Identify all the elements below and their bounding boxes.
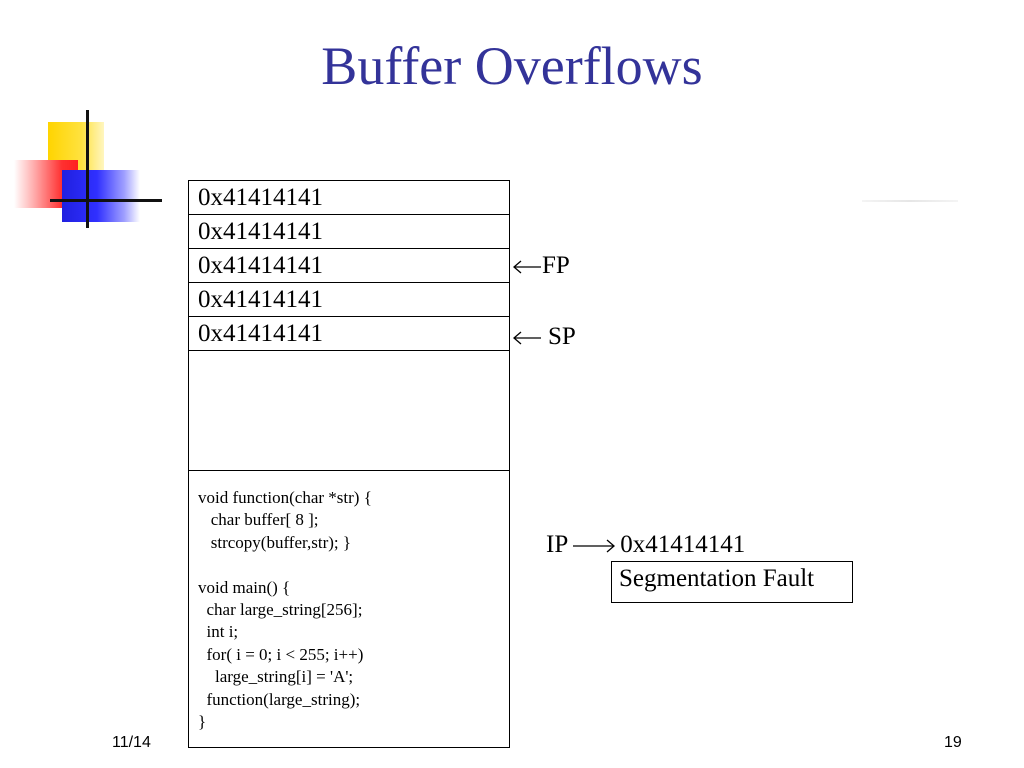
decoration-blue-square	[62, 170, 140, 222]
slide-title: Buffer Overflows	[321, 36, 703, 96]
left-arrow-icon	[513, 260, 541, 274]
left-arrow-icon	[513, 331, 541, 345]
right-arrow-icon	[573, 539, 616, 553]
source-code: void function(char *str) { char buffer[ …	[198, 488, 372, 732]
ip-value: 0x41414141	[620, 531, 746, 558]
stack-cell-5: 0x41414141	[189, 317, 509, 351]
fp-pointer: FP	[512, 251, 570, 281]
decoration-horizontal-line	[50, 199, 162, 202]
stack-diagram: 0x41414141 0x41414141 0x41414141 0x41414…	[188, 180, 510, 748]
faint-divider	[862, 200, 958, 202]
ip-label: IP	[546, 531, 569, 558]
sp-label: SP	[548, 323, 576, 350]
stack-cell-1: 0x41414141	[189, 181, 509, 215]
fp-label: FP	[542, 252, 570, 279]
decoration-vertical-line	[86, 110, 89, 228]
stack-cell-4: 0x41414141	[189, 283, 509, 317]
footer-date: 11/14	[112, 734, 151, 751]
stack-cell-3: 0x41414141	[189, 249, 509, 283]
ip-pointer: IP 0x41414141	[546, 530, 745, 560]
segmentation-fault-box: Segmentation Fault	[611, 561, 853, 603]
stack-code-divider	[189, 470, 509, 471]
footer-page-number: 19	[944, 734, 962, 751]
stack-cell-2: 0x41414141	[189, 215, 509, 249]
sp-pointer: SP	[512, 322, 576, 352]
